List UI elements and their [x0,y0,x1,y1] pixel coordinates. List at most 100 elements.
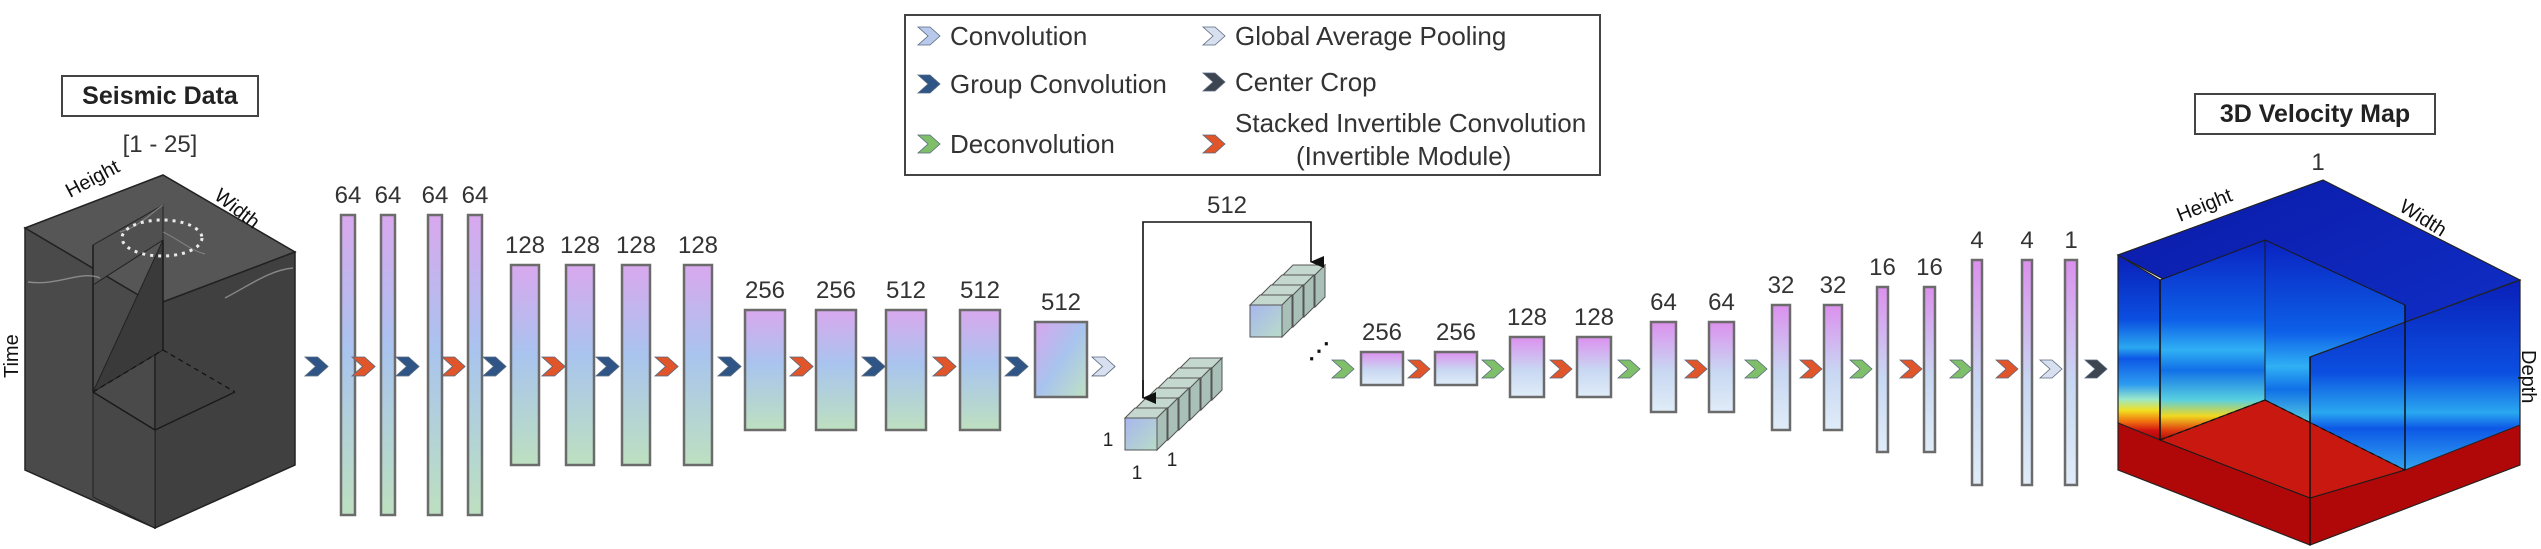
stacked-invertible-icon [788,356,814,377]
group-convolution-icon [716,356,742,377]
latent-cube [1248,293,1294,339]
encoder-block [620,263,652,467]
encoder-block [509,263,541,467]
group-convolution-icon [594,356,620,377]
group-convolution-icon [916,74,941,94]
seismic-data-range: [1 - 25] [123,131,198,158]
encoder-operations [303,356,1116,377]
legend-deconvolution-label: Deconvolution [950,129,1115,159]
decoder-block [1970,258,1984,487]
encoder-block [339,213,357,517]
stacked-invertible-icon [1406,359,1431,379]
encoder-block [814,308,858,432]
seismic-data-title-box [61,75,259,117]
latent-block: ⋰ 512 1 1 1 [1103,192,1330,484]
encoder-channel-label: 64 [375,182,402,209]
encoder-block [564,263,596,467]
encoder-channel-label: 64 [462,182,489,209]
latent-dim-b: 1 [1132,463,1143,484]
convolution-icon [916,26,941,46]
legend-stacked-invertible-line2: (Invertible Module) [1296,141,1511,171]
encoder-block [884,308,928,432]
encoder-block [1033,320,1089,399]
stacked-invertible-icon [1994,359,2019,379]
group-convolution-chevron-shape [916,74,941,94]
velocity-map-panel: 3D Velocity Map 1 Height Width Depth [2116,93,2539,546]
encoder-channel-label: 128 [505,232,545,259]
center-crop-chevron-shape [1201,72,1226,92]
decoder-channel-label: 16 [1869,254,1896,281]
decoder-block [1649,320,1678,414]
velocity-map-title-box [2194,93,2436,135]
stacked-invertible-icon [1798,359,1823,379]
decoder-block [2020,258,2034,487]
velocity-map-channels: 1 [2311,149,2324,176]
velocity-map-title: 3D Velocity Map [2220,100,2410,128]
decoder-block [1875,285,1890,454]
group-convolution-icon [303,356,329,377]
deconvolution-icon [1330,359,1355,379]
encoder-channel-label: 128 [560,232,600,259]
encoder-block [379,213,397,517]
encoder-block [958,308,1002,432]
seismic-data-title: Seismic Data [82,82,239,110]
decoder-block [1359,350,1405,387]
latent-stack-lower [1123,356,1224,452]
center-crop-icon [1201,72,1226,92]
global-average-pooling-chevron-shape [1201,26,1226,46]
deconvolution-chevron-shape [916,134,941,154]
stacked-invertible-icon [540,356,566,377]
decoder-channel-label: 256 [1362,319,1402,346]
encoder-channel-label: 64 [335,182,362,209]
decoder-block [1922,285,1937,454]
encoder-channel-label: 128 [616,232,656,259]
global-average-pooling-icon [1090,356,1116,377]
center-crop-icon [2083,359,2108,379]
decoder-channel-label: 1 [2064,227,2077,254]
latent-ellipsis: ⋰ [1308,338,1330,363]
encoder-channel-label: 512 [886,277,926,304]
velocity-axis-depth: Depth [2517,350,2539,403]
encoder-channel-label: 128 [678,232,718,259]
latent-cube [1123,406,1169,452]
latent-dim-a: 1 [1103,430,1114,451]
global-average-pooling-icon [1201,26,1226,46]
encoder-block [426,213,444,517]
legend-global-average-pooling-label: Global Average Pooling [1235,21,1506,51]
decoder-channel-label: 128 [1574,304,1614,331]
decoder-block [2063,258,2079,487]
convolution-chevron-shape [916,26,941,46]
latent-stack-upper [1248,263,1327,339]
decoder-channel-label: 4 [2020,227,2033,254]
deconvolution-icon [1616,359,1641,379]
encoder-block [682,263,714,467]
decoder-channel-label: 256 [1436,319,1476,346]
decoder-channel-label: 16 [1916,254,1943,281]
seismic-cube [23,174,297,530]
velocity-cube [2116,179,2522,546]
stacked-invertible-icon [350,356,376,377]
decoder-channel-label: 64 [1650,289,1677,316]
decoder-block [1508,335,1546,399]
stacked-invertible-icon [1201,134,1226,154]
decoder-channel-label: 32 [1768,272,1795,299]
legend-box [904,14,1601,176]
deconvolution-icon [1948,359,1973,379]
latent-dim-c: 1 [1167,450,1178,471]
deconvolution-icon [916,134,941,154]
encoder-channel-label: 512 [960,277,1000,304]
seismic-data-panel: Seismic Data [1 - 25] [1,75,297,530]
stacked-invertible-chevron-shape [1201,134,1226,154]
deconvolution-icon [1848,359,1873,379]
stacked-invertible-icon [1683,359,1708,379]
encoder-channel-label: 256 [816,277,856,304]
decoder-channel-label: 32 [1820,272,1847,299]
group-convolution-icon [481,356,507,377]
stacked-invertible-icon [653,356,679,377]
latent-skip-arrow [1142,221,1324,398]
decoder-block [1707,320,1736,414]
